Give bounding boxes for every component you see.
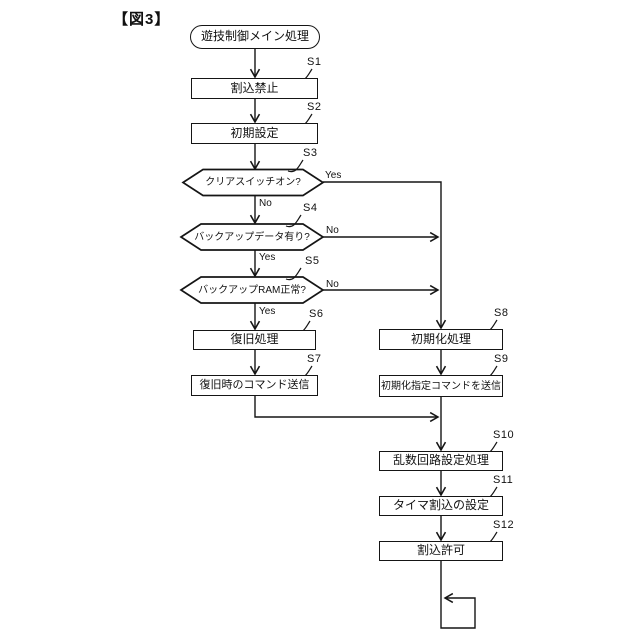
process-box-s7: 復旧時のコマンド送信	[191, 375, 318, 396]
process-box-s8: 初期化処理	[379, 329, 503, 350]
step-label-s7: S7	[307, 353, 322, 365]
branch-label-s4-yes: Yes	[259, 252, 276, 263]
step-label-s1: S1	[307, 56, 322, 68]
connector-s7-merge	[254, 396, 440, 423]
branch-label-s3-no: No	[259, 198, 272, 209]
connector-s3-yes-right	[323, 181, 447, 330]
process-text-s7: 復旧時のコマンド送信	[199, 379, 310, 392]
connector-s12-loop	[440, 561, 476, 629]
process-text-s1: 割込禁止	[230, 80, 279, 95]
process-text-s8: 初期化処理	[410, 331, 471, 346]
process-text-s2: 初期設定	[230, 125, 279, 140]
leader-squiggle-s4	[285, 214, 302, 228]
branch-label-s5-yes: Yes	[259, 306, 276, 317]
figure-label: 【図3】	[113, 11, 171, 28]
decision-hexagon-s5	[179, 276, 325, 304]
step-label-s10: S10	[493, 429, 515, 441]
branch-label-s3-yes: Yes	[325, 170, 342, 181]
decision-text-s4: バックアップデータ有り?	[194, 231, 310, 243]
step-label-s2: S2	[307, 101, 322, 113]
process-text-s12: 割込許可	[416, 543, 465, 558]
process-text-s10: 乱数回路設定処理	[392, 453, 489, 468]
step-label-s3: S3	[303, 147, 318, 159]
process-box-s10: 乱数回路設定処理	[379, 451, 503, 471]
terminal-start-text: 遊技制御メイン処理	[200, 29, 309, 44]
process-box-s6: 復旧処理	[193, 330, 316, 350]
process-text-s6: 復旧処理	[230, 332, 279, 347]
process-box-s1: 割込禁止	[191, 78, 318, 99]
step-label-s11: S11	[493, 474, 514, 486]
process-box-s11: タイマ割込の設定	[379, 496, 503, 516]
process-box-s9: 初期化指定コマンドを送信	[379, 375, 503, 397]
step-label-s9: S9	[494, 353, 509, 365]
decision-text-s3: クリアスイッチオン?	[205, 177, 301, 188]
process-text-s9: 初期化指定コマンドを送信	[381, 380, 501, 392]
step-label-s5: S5	[305, 255, 320, 267]
leader-squiggle-s5	[285, 267, 302, 281]
process-text-s11: タイマ割込の設定	[392, 498, 489, 513]
decision-hexagon-s3	[181, 168, 325, 197]
branch-label-s4-no: No	[326, 225, 339, 236]
step-label-s8: S8	[494, 307, 509, 319]
step-label-s4: S4	[303, 202, 318, 214]
process-box-s2: 初期設定	[191, 123, 318, 144]
step-label-s6: S6	[309, 308, 324, 320]
step-label-s12: S12	[493, 519, 515, 531]
leader-squiggle-s3	[287, 159, 304, 173]
decision-hexagon-s4	[179, 223, 325, 251]
branch-label-s5-no: No	[326, 279, 339, 290]
process-box-s12: 割込許可	[379, 541, 503, 561]
terminal-start: 遊技制御メイン処理	[190, 25, 320, 49]
decision-text-s5: バックアップRAM正常?	[198, 284, 306, 296]
